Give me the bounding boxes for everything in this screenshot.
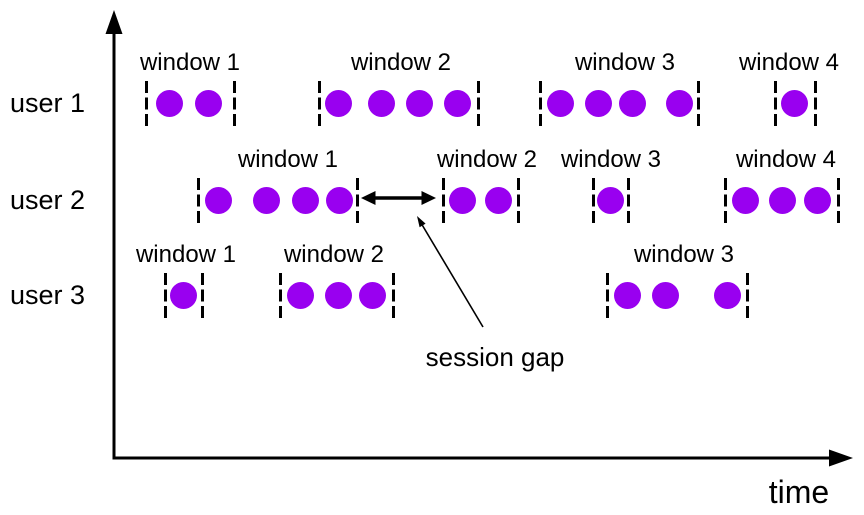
user-label: user 2 (10, 185, 86, 215)
event-dot (713, 281, 741, 309)
event-dot (731, 186, 759, 214)
event-dot (405, 89, 433, 117)
window-label: window 2 (436, 146, 538, 173)
window-boundary-dash (441, 177, 445, 223)
event-dot (613, 281, 641, 309)
window-boundary-dash (144, 80, 148, 126)
window-boundary-dash (163, 272, 167, 318)
x-axis (112, 449, 853, 467)
event-dot (780, 89, 808, 117)
event-dot (665, 89, 693, 117)
window-boundary-dash (476, 80, 480, 126)
event-dot (194, 89, 222, 117)
window-label: window 3 (574, 49, 676, 76)
window-label: window 3 (633, 241, 735, 268)
event-dot (324, 281, 352, 309)
user-label: user 3 (10, 280, 86, 310)
event-dot (325, 186, 353, 214)
event-dot (651, 281, 679, 309)
window-label: window 1 (135, 241, 237, 268)
window-boundary-dash (836, 177, 840, 223)
window-boundary-dash (278, 272, 282, 318)
event-dot (155, 89, 183, 117)
event-dot (443, 89, 471, 117)
window-label: window 2 (350, 49, 452, 76)
session-gap-label: session gap (425, 342, 565, 372)
window-boundary-dash (813, 80, 817, 126)
user-label: user 1 (10, 88, 86, 118)
window-boundary-dash (317, 80, 321, 126)
window-boundary-dash (723, 177, 727, 223)
event-dot (448, 186, 476, 214)
window-label: window 2 (283, 241, 385, 268)
event-dot (618, 89, 646, 117)
window-label: window 3 (560, 146, 662, 173)
window-label: window 1 (237, 146, 339, 173)
window-boundary-dash (591, 177, 595, 223)
event-dot (169, 281, 197, 309)
window-boundary-dash (626, 177, 630, 223)
session-gap-pointer-arrow (417, 216, 484, 328)
window-boundary-dash (745, 272, 749, 318)
window-boundary-dash (538, 80, 542, 126)
window-label: window 4 (738, 49, 840, 76)
session-gap-double-arrow (361, 191, 436, 205)
window-boundary-dash (391, 272, 395, 318)
y-axis (105, 10, 123, 460)
event-dot (768, 186, 796, 214)
window-label: window 1 (139, 49, 241, 76)
window-boundary-dash (355, 177, 359, 223)
event-dot (324, 89, 352, 117)
event-dot (584, 89, 612, 117)
window-boundary-dash (605, 272, 609, 318)
event-dot (286, 281, 314, 309)
event-dot (484, 186, 512, 214)
event-dot (204, 186, 232, 214)
event-dot (358, 281, 386, 309)
event-dot (546, 89, 574, 117)
event-dot (291, 186, 319, 214)
window-boundary-dash (773, 80, 777, 126)
event-dot (367, 89, 395, 117)
window-boundary-dash (696, 80, 700, 126)
window-label: window 4 (735, 146, 837, 173)
window-boundary-dash (200, 272, 204, 318)
event-dot (252, 186, 280, 214)
event-dot (596, 186, 624, 214)
window-boundary-dash (516, 177, 520, 223)
time-axis-label: time (768, 474, 830, 510)
window-boundary-dash (196, 177, 200, 223)
event-dot (803, 186, 831, 214)
window-boundary-dash (232, 80, 236, 126)
